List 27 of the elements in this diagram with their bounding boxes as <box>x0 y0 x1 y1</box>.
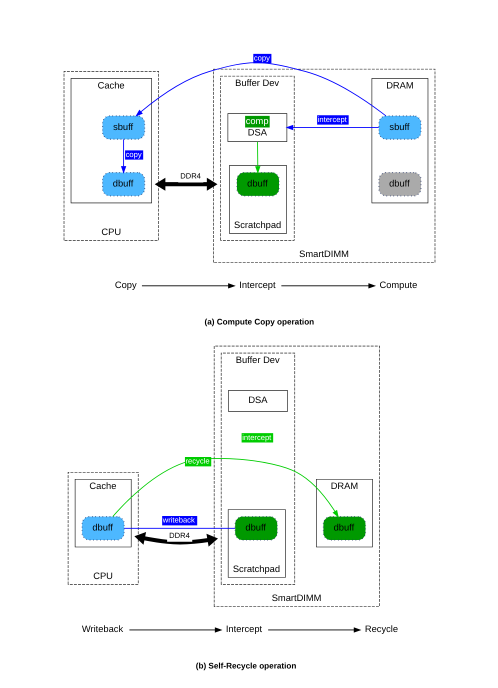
node-box: sbuff <box>101 115 145 140</box>
arrow <box>141 283 236 289</box>
node-box: DSA <box>228 390 288 412</box>
node-box: dbuff <box>322 516 366 541</box>
connector <box>123 528 235 529</box>
arrow <box>128 627 222 633</box>
node-box: dbuff <box>236 172 280 196</box>
arrow <box>267 627 361 633</box>
arrow <box>134 62 386 117</box>
arrow <box>154 178 217 191</box>
node-text: Writeback <box>81 624 123 634</box>
node-box: dbuff <box>81 516 124 541</box>
node-box: dbuff <box>101 172 145 196</box>
node-box: comp DSA <box>227 113 287 142</box>
arrow <box>134 532 218 547</box>
node-text: Intercept <box>238 280 276 290</box>
arrow <box>280 283 376 289</box>
arrow <box>120 138 126 174</box>
node-text: Recycle <box>364 624 398 634</box>
arrow <box>285 124 379 130</box>
node-text: Copy <box>114 280 136 290</box>
node-box: sbuff <box>378 115 422 140</box>
node-text: Compute <box>378 280 417 290</box>
node-text: Intercept <box>225 624 262 634</box>
node-box: dbuff <box>378 172 422 196</box>
node-box: dbuff <box>234 516 278 541</box>
arrow <box>254 141 260 174</box>
